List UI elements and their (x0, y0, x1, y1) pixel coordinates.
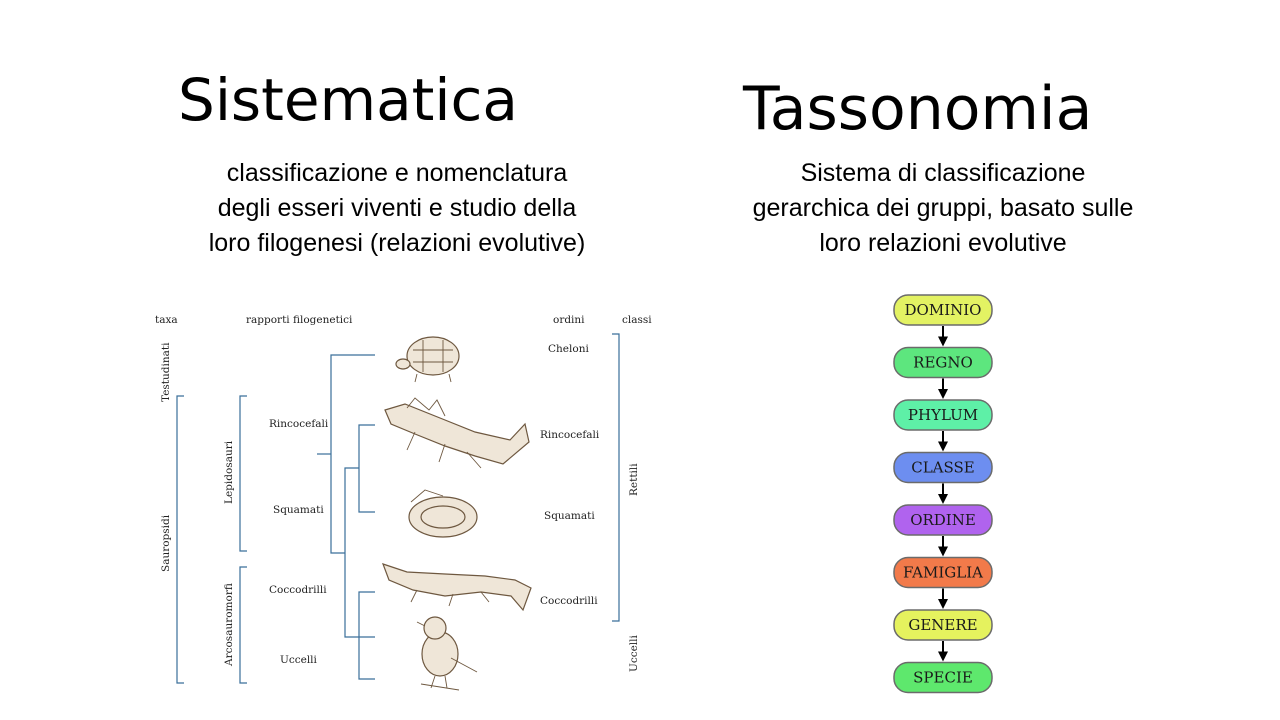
down-arrow-icon (938, 326, 948, 347)
tortoise-illustration (395, 336, 460, 383)
branch-coccodrilli: Coccodrilli (269, 584, 327, 596)
branch-uccelli: Uccelli (280, 654, 318, 666)
tree-croc-bird-split (358, 591, 375, 680)
tuatara-illustration (384, 397, 530, 469)
rank-genere: GENERE (893, 609, 993, 641)
rank-dominio: DOMINIO (893, 294, 993, 326)
sistematica-description-line: classificazione e nomenclatura (226, 159, 568, 187)
rank-box (893, 661, 993, 694)
class-uccelli: Uccelli (628, 634, 640, 672)
rank-classe: CLASSE (893, 451, 993, 484)
header-ordini: ordini (553, 314, 585, 326)
rank-box (893, 451, 993, 484)
tree-archosaur-branch (344, 467, 375, 638)
branch-squamati: Squamati (273, 504, 324, 516)
header-taxa: taxa (155, 314, 178, 326)
rank-box (893, 294, 993, 326)
crocodile-illustration (381, 563, 532, 612)
tassonomia-description-line: loro relazioni evolutive (819, 229, 1067, 257)
tassonomia-description: Sistema di classificazione gerarchica de… (712, 156, 1174, 261)
label-testudinati: Testudinati (160, 342, 172, 402)
rank-regno: REGNO (893, 346, 993, 379)
rank-label: REGNO (913, 354, 973, 372)
down-arrow-icon (938, 536, 948, 557)
rank-label: DOMINIO (905, 301, 982, 319)
branch-rincocefali: Rincocefali (269, 418, 329, 430)
order-squamati: Squamati (544, 510, 595, 522)
order-coccodrilli: Coccodrilli (540, 595, 598, 607)
sistematica-description-line: loro filogenesi (relazioni evolutive) (208, 229, 586, 257)
label-lepidosauri: Lepidosauri (223, 440, 235, 504)
order-rincocefali: Rincocefali (540, 429, 600, 441)
down-arrow-icon (938, 641, 948, 662)
sistematica-description-line: degli esseri viventi e studio della (217, 194, 577, 222)
bracket-sauropsidi (176, 395, 184, 684)
sistematica-description: classificazione e nomenclatura degli ess… (160, 156, 634, 261)
down-arrow-icon (938, 378, 948, 399)
header-classi: classi (622, 314, 652, 326)
tassonomia-description-line: Sistema di classificazione (800, 159, 1086, 187)
rank-label: PHYLUM (908, 406, 978, 424)
tassonomia-title: Tassonomia (743, 74, 1093, 144)
rank-label: SPECIE (913, 669, 973, 687)
rank-box (893, 556, 993, 589)
rank-ordine: ORDINE (893, 504, 993, 536)
down-arrow-icon (938, 483, 948, 504)
label-sauropsidi: Sauropsidi (160, 514, 172, 572)
rank-label: CLASSE (911, 459, 975, 477)
rank-phylum: PHYLUM (893, 399, 993, 431)
rank-box (893, 609, 993, 641)
down-arrow-icon (938, 431, 948, 452)
label-arcosauromorfi: Arcosauromorfi (223, 583, 235, 667)
bracket-lepidosauri (239, 395, 247, 552)
rank-specie: SPECIE (893, 661, 993, 694)
sistematica-title: Sistematica (178, 66, 518, 134)
order-cheloni: Cheloni (548, 343, 589, 355)
taxonomy-hierarchy: DOMINIO REGNO PHYLUM CLASSE ORDINE FAMIGLIA GE… (893, 294, 993, 694)
tassonomia-description-line: gerarchica dei gruppi, basato sulle (752, 194, 1134, 222)
rank-box (893, 399, 993, 431)
cladogram-figure: taxa rapporti filogenetici ordini classi… (155, 314, 652, 691)
bracket-arcosauromorfi (239, 566, 247, 684)
header-rapporti-filogenetici: rapporti filogenetici (246, 314, 353, 326)
tree-squamate-split (358, 424, 375, 513)
rank-label: GENERE (908, 616, 977, 634)
class-rettili: Rettili (628, 463, 640, 496)
down-arrow-icon (938, 588, 948, 609)
rank-label: FAMIGLIA (903, 564, 983, 582)
rank-famiglia: FAMIGLIA (893, 556, 993, 589)
rank-label: ORDINE (910, 511, 976, 529)
bird-illustration (416, 616, 478, 691)
bracket-rettili (612, 333, 620, 622)
rank-box (893, 346, 993, 379)
tree-chelonian-branch (330, 354, 375, 554)
rank-box (893, 504, 993, 536)
snake-illustration (408, 489, 478, 538)
